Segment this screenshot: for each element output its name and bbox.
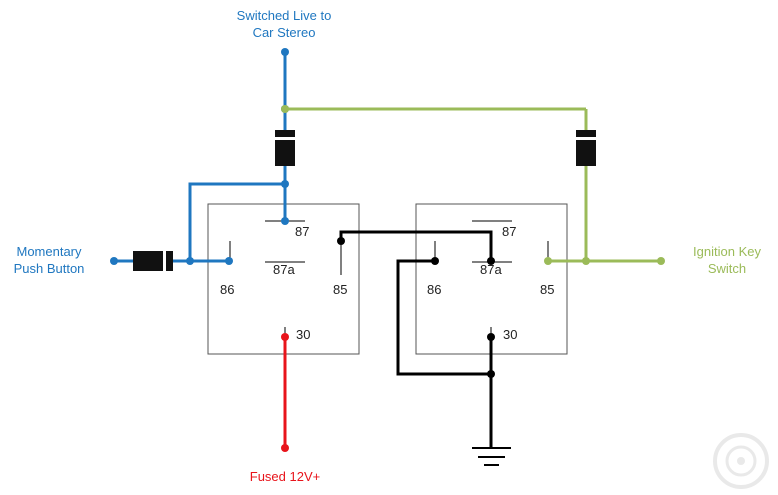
relay-1-pin-86: 86 <box>220 282 235 297</box>
momentary-push-button-label: Momentary Push Button <box>4 243 94 277</box>
switched-live-label-line-2: Car Stereo <box>252 25 316 40</box>
blue-wires <box>114 52 287 263</box>
relay-2-pin-85: 85 <box>540 282 555 297</box>
watermark-logo <box>713 433 769 489</box>
green-wires <box>287 107 661 263</box>
momentary-label-line-2: Push Button <box>13 261 85 276</box>
relay-1-contacts <box>229 220 342 337</box>
ignition-key-switch-label: Ignition Key Switch <box>680 243 774 277</box>
red-wire <box>281 333 289 452</box>
switched-live-label: Switched Live to Car Stereo <box>218 7 350 41</box>
relay-1-pin-87: 87 <box>295 224 310 239</box>
fused-label-text: Fused 12V+ <box>249 469 321 484</box>
black-wires <box>339 230 493 448</box>
momentary-label-line-1: Momentary <box>16 244 82 259</box>
ignition-label-line-2: Switch <box>707 261 747 276</box>
relay-1-box <box>207 203 360 355</box>
relay-1-pin-30: 30 <box>296 327 311 342</box>
relay-2-pin-87a: 87a <box>480 262 502 277</box>
switched-live-label-line-1: Switched Live to <box>236 8 332 23</box>
relay-2-pin-86: 86 <box>427 282 442 297</box>
blue-junctions <box>110 48 289 265</box>
relay-1-pin-87a: 87a <box>273 262 295 277</box>
relay-1-pin-85: 85 <box>333 282 348 297</box>
relay-2-pin-87: 87 <box>502 224 517 239</box>
ground-icon <box>472 447 511 466</box>
diode-icon <box>133 251 173 271</box>
ignition-label-line-1: Ignition Key <box>693 244 761 259</box>
diode-icon <box>275 130 295 166</box>
black-junctions <box>337 237 495 378</box>
fused-12v-label: Fused 12V+ <box>235 468 335 485</box>
diode-icon <box>576 130 596 166</box>
relay-2-pin-30: 30 <box>503 327 518 342</box>
green-junctions <box>281 105 665 265</box>
